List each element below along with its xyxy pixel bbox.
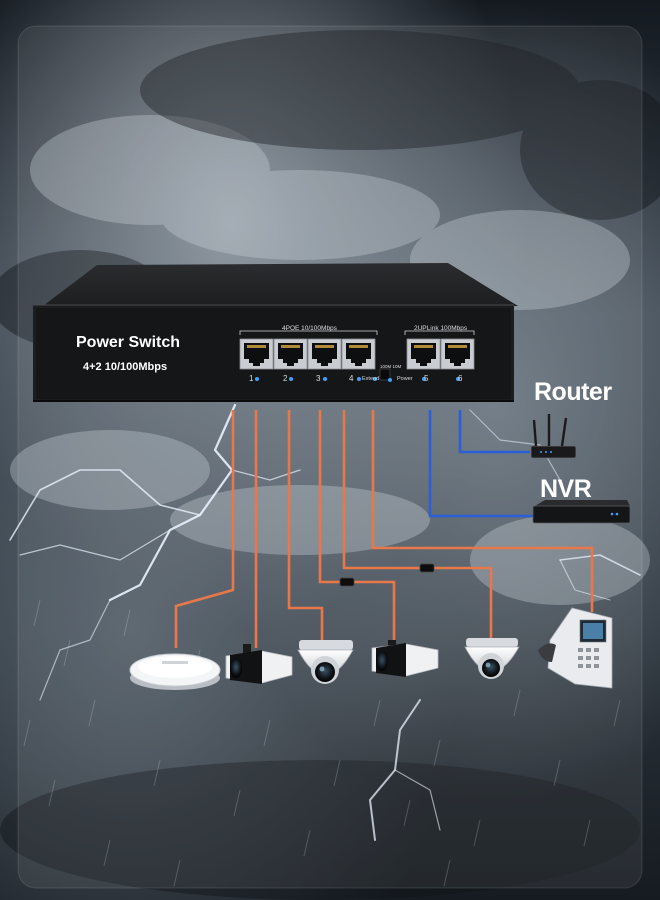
access-point-icon [129,653,221,690]
port-led-4 [357,377,361,381]
ethernet-port-3 [307,338,342,370]
poe-group-label: 4POE 10/100Mbps [282,325,337,332]
bullet-camera-icon [371,640,439,677]
port-number-2: 2 [283,374,288,383]
port-number-4: 4 [349,374,354,383]
router-icon [530,414,577,459]
uplink-group-label: 2UPLink 100Mbps [414,325,468,332]
switch-subtitle: 4+2 10/100Mbps [83,361,168,373]
ethernet-port-1 [239,338,274,370]
ip-phone-icon [538,607,613,689]
port-number-1: 1 [249,374,254,383]
dome-camera-icon [297,640,354,684]
nvr-icon [532,500,631,524]
ethernet-port-2 [273,338,308,370]
speed-label: 100M 10M [380,364,402,369]
port-led-3 [323,377,327,381]
port-number-6: 6 [458,374,463,383]
port-led-5 [422,377,426,381]
nvr-label: NVR [540,475,592,503]
port-led-1 [255,377,259,381]
ethernet-port-5 [406,338,441,370]
port-led-6 [456,377,460,381]
port-number-3: 3 [316,374,321,383]
router-label: Router [534,378,612,406]
ethernet-port-6 [440,338,475,370]
poe-switch [33,263,518,402]
switch-title: Power Switch [76,334,181,351]
port-led-2 [289,377,293,381]
port-number-5: 5 [424,374,429,383]
dome-camera-icon [464,638,520,679]
ethernet-port-4 [341,338,376,370]
extend-led [373,377,377,381]
power-label: Power [397,376,413,382]
bullet-camera-icon [225,644,293,684]
extend-label: Extend [362,376,380,382]
